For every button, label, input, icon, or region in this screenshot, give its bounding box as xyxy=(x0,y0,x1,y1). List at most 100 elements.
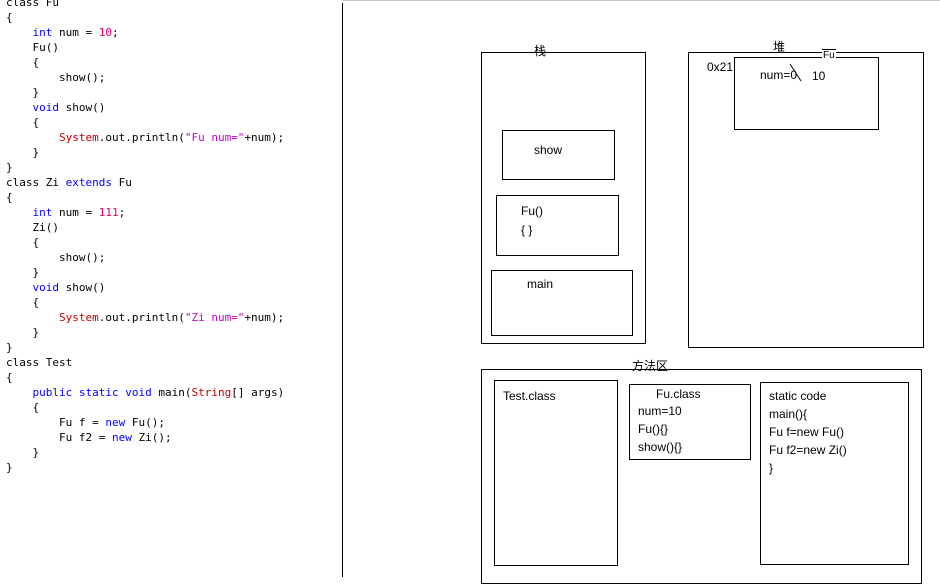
code-line: { xyxy=(6,370,13,385)
code-token-plain: } xyxy=(6,461,13,474)
code-editor[interactable]: class Fu { int num = 10; Fu() { show(); }… xyxy=(0,0,342,577)
code-line: } xyxy=(6,160,13,175)
code-token-plain: num = xyxy=(52,26,99,39)
code-token-plain: num = xyxy=(52,206,99,219)
code-token-plain: Fu xyxy=(111,176,132,189)
code-token-keyword: int xyxy=(32,26,53,39)
code-line: } xyxy=(6,460,13,475)
code-token-plain xyxy=(6,311,59,324)
code-token-plain: show(); xyxy=(6,71,106,84)
code-token-plain: [] args) xyxy=(231,386,285,399)
code-line: int num = 111; xyxy=(6,205,126,220)
code-token-plain: { xyxy=(6,236,40,249)
code-line: class Fu xyxy=(6,0,59,10)
code-line: public static void main(String[] args) xyxy=(6,385,285,400)
object-type-label: Fu xyxy=(822,49,836,61)
fu-class-field: num=10 xyxy=(638,404,682,418)
code-token-plain: } xyxy=(6,146,40,159)
code-token-class: String xyxy=(191,386,232,399)
fu-object: num=0 10 xyxy=(734,57,879,130)
static-code-line-2: main(){ xyxy=(769,407,808,421)
code-token-plain: Zi(); xyxy=(131,431,172,444)
code-token-plain: show() xyxy=(59,281,106,294)
code-token-plain: .out.println( xyxy=(98,311,185,324)
code-token-plain: ; xyxy=(118,206,126,219)
code-token-plain: { xyxy=(6,191,13,204)
code-token-plain xyxy=(6,281,33,294)
code-line: { xyxy=(6,115,39,130)
object-field-new-value: 10 xyxy=(812,69,826,83)
code-line: show(); xyxy=(6,250,105,265)
top-rule xyxy=(343,0,940,1)
code-line: } xyxy=(6,445,39,460)
static-code-line-4: Fu f2=new Zi() xyxy=(769,443,847,457)
code-token-plain xyxy=(6,386,33,399)
code-line: { xyxy=(6,400,39,415)
code-token-plain: } xyxy=(6,446,40,459)
fu-class-box: Fu.class num=10 Fu(){} show(){} xyxy=(629,384,751,460)
code-token-plain: { xyxy=(6,371,13,384)
code-token-keyword: extends xyxy=(65,176,112,189)
fu-frame-signature: Fu() xyxy=(521,204,543,218)
code-token-plain: { xyxy=(6,296,40,309)
code-token-keyword: void xyxy=(125,386,152,399)
code-token-plain: Zi() xyxy=(6,221,59,234)
main-frame-label: main xyxy=(527,277,554,291)
strike-mark xyxy=(789,63,802,82)
stack-area xyxy=(481,52,646,344)
code-line: { xyxy=(6,55,39,70)
pane-divider xyxy=(342,3,343,577)
code-line: { xyxy=(6,235,39,250)
code-line: int num = 10; xyxy=(6,25,119,40)
code-token-keyword: new xyxy=(105,416,126,429)
code-token-plain: } xyxy=(6,341,13,354)
heap-area xyxy=(688,52,924,348)
code-token-plain: } xyxy=(6,161,13,174)
code-token-plain xyxy=(6,26,33,39)
code-token-keyword: static xyxy=(78,386,119,399)
code-line: Fu() xyxy=(6,40,59,55)
code-line: } xyxy=(6,340,13,355)
code-token-keyword: int xyxy=(32,206,53,219)
code-token-keyword: void xyxy=(32,101,60,114)
code-token-plain: } xyxy=(6,86,40,99)
code-line: } xyxy=(6,265,39,280)
code-token-plain: main( xyxy=(151,386,192,399)
code-line: class Test xyxy=(6,355,72,370)
code-token-number: 10 xyxy=(98,26,112,39)
code-token-plain xyxy=(72,386,79,399)
code-token-number: 111 xyxy=(98,206,119,219)
code-token-plain: class xyxy=(6,176,40,189)
code-token-plain: Fu(); xyxy=(125,416,165,429)
test-class-box: Test.class xyxy=(494,380,618,566)
code-token-plain: class Fu xyxy=(6,0,59,9)
code-token-plain: ; xyxy=(111,26,119,39)
code-token-plain: Fu() xyxy=(6,41,59,54)
code-line: class Zi extends Fu xyxy=(6,175,132,190)
fu-class-method: show(){} xyxy=(638,440,683,454)
object-address: 0x21 xyxy=(707,60,734,74)
code-token-plain: class Test xyxy=(6,356,73,369)
code-token-plain xyxy=(6,131,59,144)
show-frame: show xyxy=(502,130,615,180)
code-token-keyword: new xyxy=(111,431,132,444)
code-token-plain: .out.println( xyxy=(98,131,185,144)
show-frame-label: show xyxy=(534,143,563,157)
code-token-plain: } xyxy=(6,266,40,279)
code-token-plain: { xyxy=(6,401,40,414)
code-token-plain: { xyxy=(6,11,13,24)
fu-class-title: Fu.class xyxy=(656,387,701,401)
code-token-keyword: void xyxy=(32,281,60,294)
code-line: show(); xyxy=(6,70,105,85)
code-token-plain: show() xyxy=(59,101,106,114)
code-token-plain: } xyxy=(6,326,40,339)
code-line: void show() xyxy=(6,100,106,115)
static-code-line-5: } xyxy=(769,461,774,475)
code-line: void show() xyxy=(6,280,106,295)
static-code-box: static code main(){ Fu f=new Fu() Fu f2=… xyxy=(760,382,909,565)
fu-constructor-frame: Fu() { } xyxy=(496,195,619,256)
fu-class-constructor: Fu(){} xyxy=(638,422,669,436)
code-token-plain xyxy=(6,206,33,219)
code-token-class: System xyxy=(58,311,99,324)
fu-frame-body: { } xyxy=(521,223,533,237)
